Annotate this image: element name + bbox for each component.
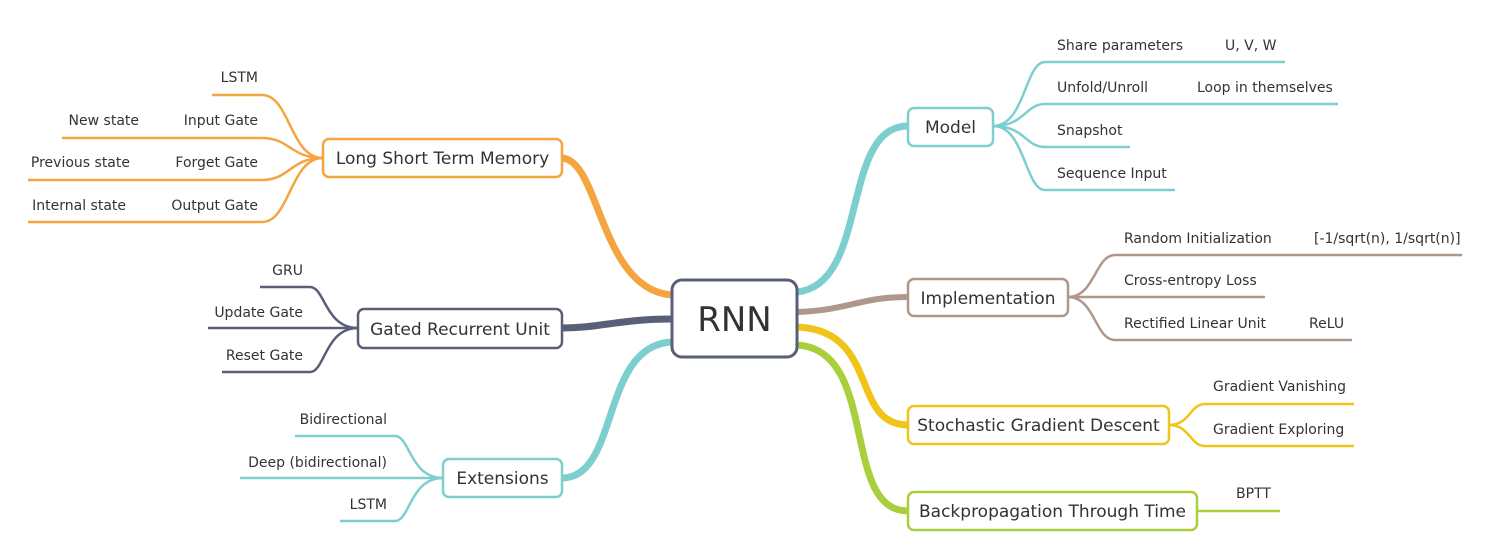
leaf-deep-bidirectional: Deep (bidirectional) — [248, 455, 387, 471]
branch-implementation-leaves — [1067, 253, 1462, 342]
leaf-output-gate: Output Gate — [171, 198, 258, 214]
branch-label-lstm: Long Short Term Memory — [336, 149, 549, 169]
leaf-init-range: [-1/sqrt(n), 1/sqrt(n)] — [1314, 231, 1461, 247]
leaf-sequence-input: Sequence Input — [1057, 166, 1167, 182]
leaf-share-parameters: Share parameters — [1057, 38, 1183, 54]
connector-sgd — [793, 323, 912, 429]
leaf-bidirectional: Bidirectional — [300, 412, 387, 428]
connector-model — [793, 122, 912, 296]
branch-extensions-leaves — [240, 434, 444, 523]
branch-box-implementation[interactable] — [906, 277, 1070, 318]
leaf-lstm: LSTM — [221, 70, 258, 86]
leaf-cross-entropy-loss: Cross-entropy Loss — [1124, 273, 1257, 289]
leaf-update-gate: Update Gate — [214, 305, 303, 321]
branch-model-leaves — [992, 60, 1338, 192]
leaf-unfold-unroll: Unfold/Unroll — [1057, 80, 1148, 96]
branch-box-bptt[interactable] — [906, 490, 1199, 532]
connector-implementation — [794, 294, 911, 315]
leaf-reset-gate: Reset Gate — [226, 348, 303, 364]
connector-bptt — [793, 341, 912, 515]
leaf-input-gate: Input Gate — [184, 113, 258, 129]
leaf-random-initialization: Random Initialization — [1124, 231, 1272, 247]
leaf-snapshot: Snapshot — [1057, 123, 1123, 139]
leaf-loop-in-themselves: Loop in themselves — [1197, 80, 1333, 96]
leaf-internal-state: Internal state — [32, 198, 126, 214]
branch-label-implementation: Implementation — [921, 289, 1056, 309]
branch-label-model: Model — [925, 118, 976, 138]
branch-label-extensions: Extensions — [456, 469, 548, 489]
leaf-gru: GRU — [272, 263, 303, 279]
branch-label-gru: Gated Recurrent Unit — [370, 320, 550, 340]
branch-box-gru[interactable] — [356, 307, 564, 350]
connector-gru — [558, 315, 676, 332]
leaf-lstm-extension: LSTM — [350, 497, 387, 513]
main-connectors — [558, 122, 912, 515]
branch-gru-leaves — [208, 285, 359, 374]
leaf-relu: ReLU — [1309, 316, 1344, 332]
branch-box-extensions[interactable] — [441, 457, 564, 499]
leaf-previous-state: Previous state — [31, 155, 130, 171]
connector-lstm — [558, 154, 676, 299]
leaf-gradient-exploring: Gradient Exploring — [1213, 422, 1344, 438]
leaf-uvw: U, V, W — [1225, 38, 1277, 54]
center-label: RNN — [697, 300, 772, 340]
branch-label-bptt: Backpropagation Through Time — [919, 502, 1186, 522]
branch-lstm-leaves — [28, 93, 324, 224]
center-node[interactable] — [670, 278, 799, 359]
branch-label-sgd: Stochastic Gradient Descent — [917, 416, 1160, 436]
leaf-rectified-linear-unit: Rectified Linear Unit — [1124, 316, 1267, 332]
branch-box-sgd[interactable] — [906, 404, 1171, 446]
leaf-bptt: BPTT — [1236, 486, 1271, 502]
branch-box-model[interactable] — [906, 106, 995, 148]
leaf-new-state: New state — [69, 113, 139, 129]
branch-sgd-leaves — [1168, 402, 1354, 448]
leaf-forget-gate: Forget Gate — [175, 155, 258, 171]
branch-box-lstm[interactable] — [321, 137, 564, 179]
leaf-gradient-vanishing: Gradient Vanishing — [1213, 379, 1346, 395]
connector-extensions — [558, 338, 676, 482]
